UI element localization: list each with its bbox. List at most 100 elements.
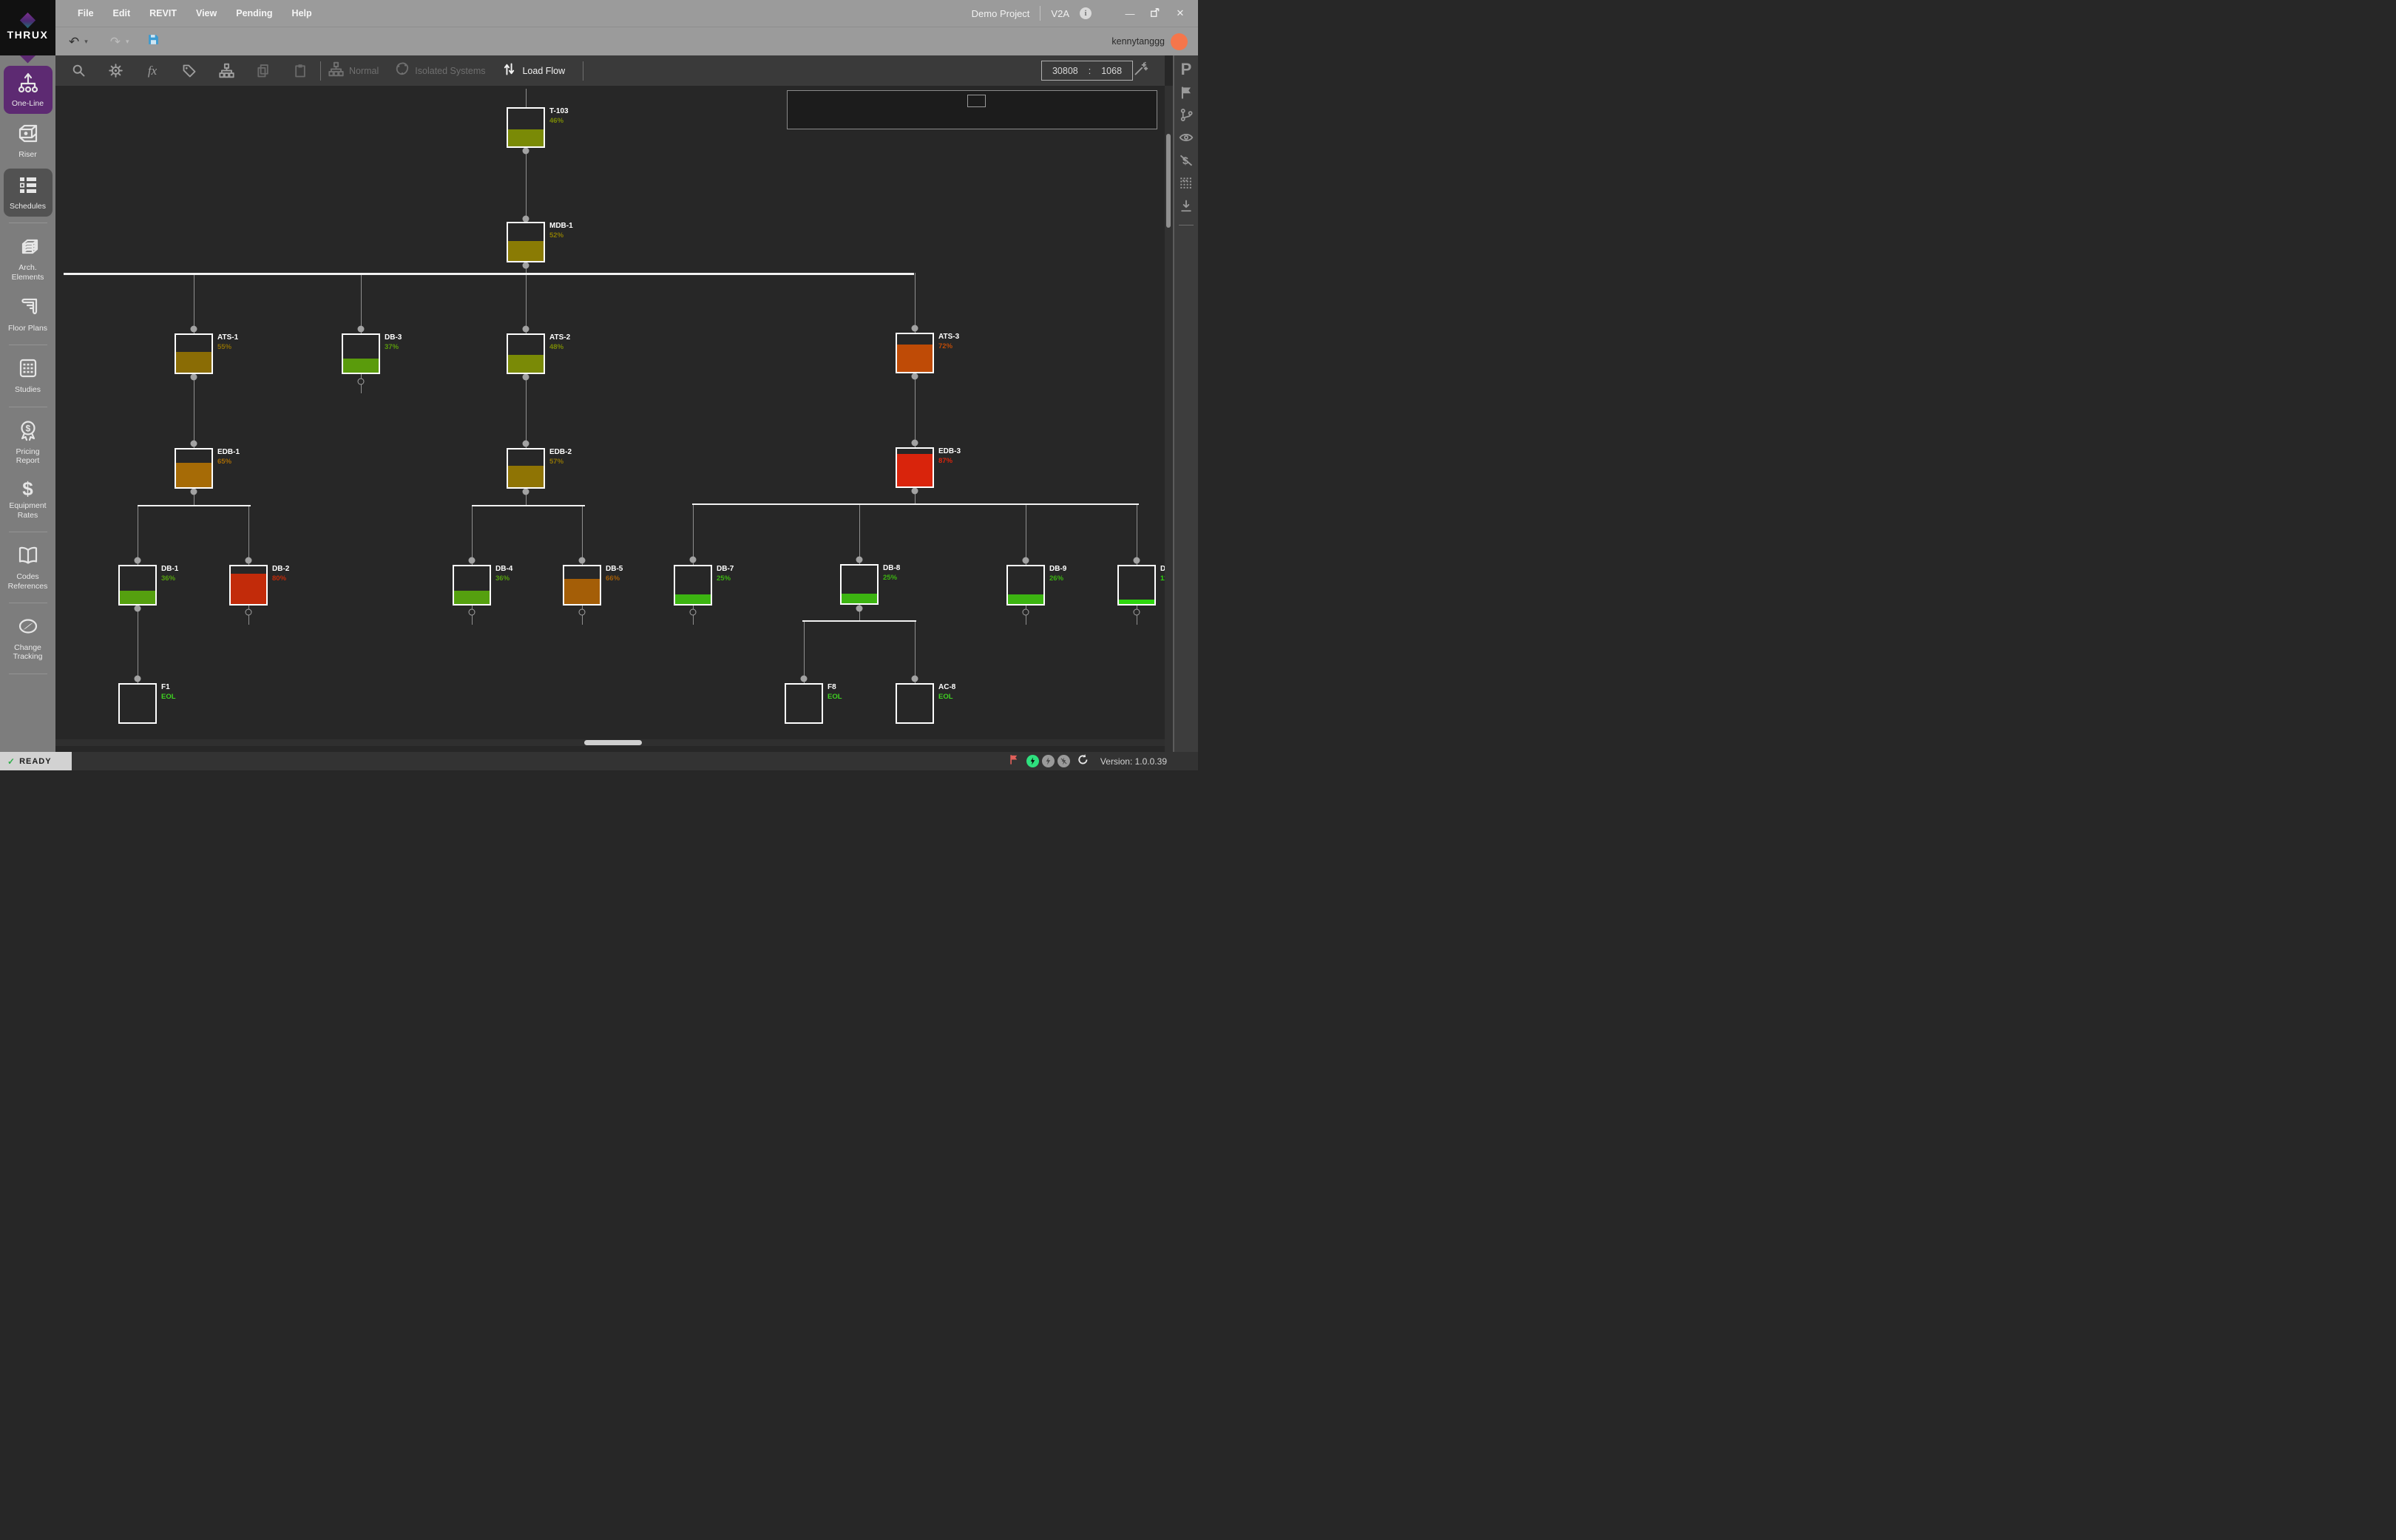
title-right-group: Demo Project V2A i — ✕ — [972, 6, 1198, 21]
panel-p-label[interactable]: P — [1180, 60, 1192, 78]
vertical-scrollbar-thumb[interactable] — [1166, 134, 1171, 228]
svg-text:$: $ — [25, 423, 30, 433]
sitemap-icon[interactable] — [214, 60, 239, 82]
download-icon[interactable] — [1179, 199, 1194, 214]
tag-icon[interactable] — [177, 60, 202, 82]
close-button[interactable]: ✕ — [1176, 7, 1185, 18]
mode-load-flow[interactable]: Load Flow — [501, 61, 565, 81]
vertical-scrollbar[interactable] — [1165, 86, 1173, 752]
updown-icon — [501, 61, 517, 81]
sidebar-item-codes-references[interactable]: Codes References — [4, 539, 53, 597]
connector-dot — [190, 325, 197, 333]
eye-icon[interactable] — [1179, 130, 1194, 145]
node-percent-label: 66% — [606, 574, 620, 583]
node-label: F1 — [161, 683, 170, 691]
node-box — [896, 447, 934, 488]
menu-item-pending[interactable]: Pending — [236, 8, 273, 18]
avatar[interactable] — [1171, 33, 1188, 50]
node-load-fill — [176, 352, 211, 373]
redo-dropdown-icon[interactable]: ▾ — [126, 37, 129, 45]
sidebar-item-label: Studies — [14, 385, 41, 395]
bolt-gray-slash-icon[interactable] — [1057, 755, 1070, 767]
edit-buttons: ↶ ▾ ↷ ▾ — [55, 33, 160, 50]
node-eol-label: EOL — [828, 693, 842, 701]
node-label: DB-5 — [606, 565, 623, 573]
bus-bar — [692, 503, 1139, 505]
node-box — [896, 333, 934, 373]
sidebar-item-change-tracking[interactable]: Change Tracking — [4, 610, 53, 668]
connector-dot — [522, 373, 529, 381]
sidebar-item-floor-plans[interactable]: Floor Plans — [4, 291, 53, 339]
sidebar-item-studies[interactable]: Studies — [4, 352, 53, 400]
sidebar-item-schedules[interactable]: Schedules — [3, 168, 53, 217]
connector-dot-open — [1022, 608, 1029, 616]
node-box — [1117, 565, 1156, 606]
status-right-group: Version: 1.0.0.39 — [1009, 753, 1198, 770]
refresh-icon[interactable] — [1077, 753, 1089, 770]
minimize-button[interactable]: — — [1125, 7, 1135, 19]
coordinates-box[interactable]: 30808 : 1068 — [1041, 61, 1133, 81]
sidebar-item-one-line[interactable]: One-Line — [3, 66, 53, 115]
gear-icon[interactable] — [103, 60, 128, 82]
connector-dot — [357, 325, 365, 333]
copy-icon[interactable] — [251, 60, 276, 82]
fx-icon[interactable]: fx — [147, 63, 158, 78]
branch-icon[interactable] — [1180, 108, 1194, 122]
node-percent-label: 87% — [938, 457, 953, 465]
paste-icon[interactable] — [288, 60, 313, 82]
mode-normal[interactable]: Normal — [328, 61, 379, 81]
undo-dropdown-icon[interactable]: ▾ — [84, 37, 88, 45]
node-label: DB-1 — [161, 565, 179, 573]
connector-dot — [522, 488, 529, 495]
search-icon[interactable] — [66, 60, 91, 82]
sidebar-item-pricing-report[interactable]: $Pricing Report — [4, 414, 53, 472]
flag-icon[interactable] — [1180, 86, 1194, 100]
bus-bar — [802, 620, 916, 622]
project-title: Demo Project — [971, 7, 1030, 19]
title-bar — [0, 0, 1198, 55]
bolt-gray-icon[interactable] — [1041, 755, 1055, 767]
connector-dot-open — [578, 608, 586, 616]
connector-dot-open — [468, 608, 476, 616]
menu-item-revit[interactable]: REVIT — [149, 8, 177, 18]
sidebar-item-equipment-rates[interactable]: $Equipment Rates — [4, 474, 53, 526]
minimap-viewport[interactable] — [967, 95, 986, 107]
restore-button[interactable] — [1148, 7, 1163, 20]
node-label: DB-8 — [883, 564, 901, 572]
sidebar-item-riser[interactable]: Riser — [4, 117, 53, 165]
bolt-green-icon[interactable] — [1026, 755, 1039, 767]
node-percent-label: 25% — [717, 574, 731, 583]
node-box — [507, 107, 545, 148]
horizontal-scrollbar-thumb[interactable] — [584, 740, 642, 745]
minimap-panel[interactable] — [787, 90, 1157, 129]
menu-item-help[interactable]: Help — [291, 8, 312, 18]
node-label: D — [1160, 565, 1165, 573]
connector-dot — [1022, 557, 1029, 564]
magic-wand-icon[interactable] — [1133, 61, 1148, 81]
dollar-slash-icon[interactable]: $ — [1179, 153, 1194, 168]
mode-isolated-systems[interactable]: Isolated Systems — [395, 61, 485, 80]
connector-dot — [190, 373, 197, 381]
badge-dollar-icon: $ — [17, 419, 39, 445]
menu-item-file[interactable]: File — [78, 8, 94, 18]
connector-line — [804, 620, 805, 683]
grid-dots-icon[interactable] — [1179, 176, 1194, 191]
node-label: T-103 — [549, 107, 569, 115]
menu-item-edit[interactable]: Edit — [112, 8, 131, 18]
undo-icon[interactable]: ↶ — [69, 34, 80, 49]
username[interactable]: kennytanggg — [1111, 36, 1165, 47]
node-eol-label: EOL — [161, 693, 176, 701]
horizontal-scrollbar[interactable] — [55, 739, 1165, 746]
node-load-fill — [231, 574, 266, 604]
compass-icon — [17, 615, 39, 641]
flag-red-icon[interactable] — [1009, 754, 1020, 769]
sidebar-item-arch-elements[interactable]: Arch. Elements — [4, 230, 53, 288]
menu-item-view[interactable]: View — [195, 8, 217, 18]
save-icon[interactable] — [147, 33, 160, 50]
redo-icon[interactable]: ↷ — [109, 34, 121, 49]
node-percent-label: 48% — [549, 343, 564, 351]
sidebar-item-label: Schedules — [9, 201, 47, 211]
info-icon[interactable]: i — [1080, 7, 1092, 19]
